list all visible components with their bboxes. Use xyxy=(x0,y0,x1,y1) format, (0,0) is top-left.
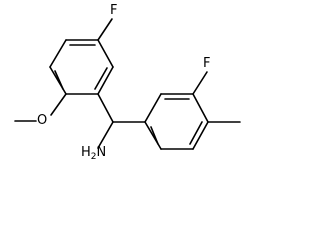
bond-ring2-lower-right-inner xyxy=(189,121,203,145)
amine-nitrogen: N xyxy=(96,145,107,160)
bond-ring1-lower-right xyxy=(97,66,114,95)
bond-ring2-lower-right xyxy=(192,121,209,150)
bond-ring1-lower-right-inner xyxy=(94,67,108,90)
bond-ch-nh2 xyxy=(97,121,114,149)
bond-ring2-left-up xyxy=(144,93,162,123)
structure-diagram: F F O H2N xyxy=(14,3,241,162)
amine-hydrogen: H xyxy=(81,145,91,160)
fluorine-right-label: F xyxy=(203,56,211,71)
bond-c-o-methoxy xyxy=(50,93,67,116)
molecule-bonds xyxy=(14,18,241,150)
bond-ring1-lower-left xyxy=(49,66,67,95)
bond-ring2-lower-left-inner xyxy=(150,126,159,145)
bond-ring2-lower-left xyxy=(144,121,162,150)
amine-label: H2N xyxy=(81,145,107,162)
bond-ring1-lower-left-inner xyxy=(54,70,64,90)
fluorine-top-label: F xyxy=(110,3,118,18)
bond-ring1-to-ch xyxy=(97,93,114,123)
bond-ring1-upper-left xyxy=(49,39,67,68)
bond-ring1-upper-right xyxy=(97,39,114,68)
methoxy-oxygen-label: O xyxy=(37,113,48,128)
bond-ring2-upper-right xyxy=(192,93,209,123)
amine-subscript: 2 xyxy=(90,152,97,162)
bond-c-f-top xyxy=(97,18,113,41)
bond-c-f-right xyxy=(192,71,208,95)
